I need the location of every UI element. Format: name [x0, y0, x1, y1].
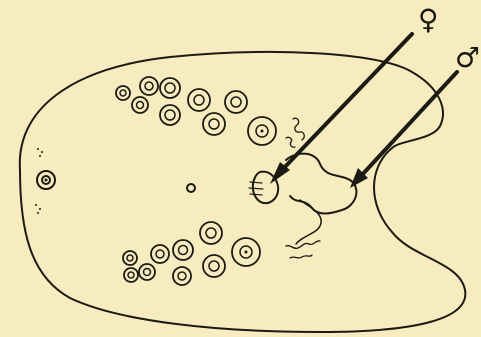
follicle	[116, 86, 130, 100]
male-arrow	[350, 72, 457, 188]
upper-follicles	[116, 77, 276, 145]
upper-duct-squiggle	[293, 118, 304, 140]
mouth	[187, 184, 195, 192]
female-arrow	[270, 34, 412, 184]
follicle	[123, 251, 137, 265]
lower-follicles	[123, 222, 260, 285]
female-symbol: ♀	[418, 6, 439, 34]
follicle	[124, 268, 138, 282]
follicle	[248, 117, 276, 145]
follicle	[203, 255, 225, 277]
follicle	[203, 113, 225, 135]
follicle	[151, 245, 169, 263]
follicle	[160, 105, 180, 125]
follicle	[160, 78, 180, 98]
follicle	[173, 267, 191, 285]
lower-duct-squiggle-2	[290, 255, 312, 258]
follicle	[140, 77, 158, 95]
seminal-duct	[296, 200, 321, 244]
follicle	[188, 89, 210, 111]
follicle	[225, 91, 247, 113]
follicle	[139, 264, 155, 280]
follicle	[173, 240, 193, 260]
follicle	[232, 238, 260, 266]
genital-atrium	[286, 154, 356, 214]
male-symbol: ♂	[455, 44, 480, 72]
follicle	[132, 97, 148, 113]
eyespot	[37, 171, 55, 189]
middle-duct-squiggle	[286, 137, 295, 147]
follicle	[200, 222, 222, 244]
lower-duct-squiggle	[286, 241, 320, 249]
